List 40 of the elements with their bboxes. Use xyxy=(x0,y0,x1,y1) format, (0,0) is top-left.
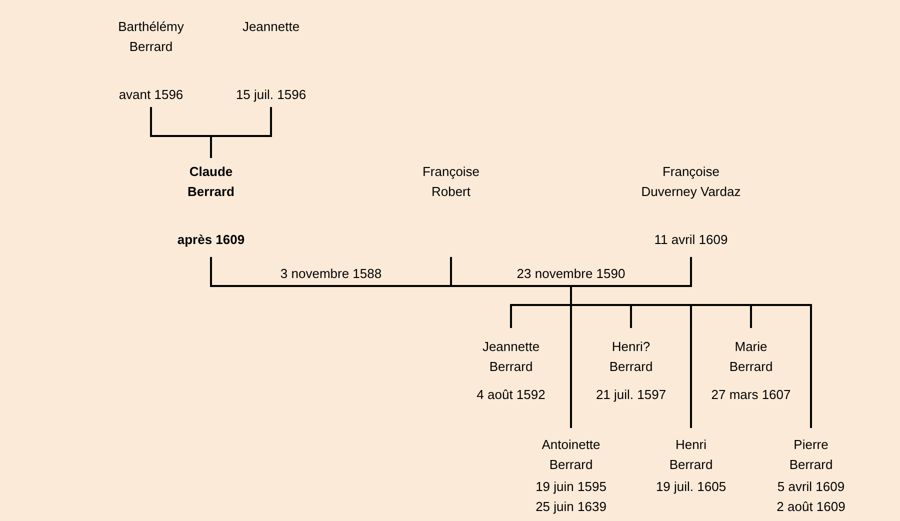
connector-line xyxy=(210,107,272,137)
person-name: Antoinette Berrard xyxy=(542,436,600,474)
date-text: 4 août 1592 xyxy=(476,386,546,404)
date-text: avant 1596 xyxy=(118,86,184,104)
date-text: 19 juil. 1605 xyxy=(656,478,726,496)
date-text: 27 mars 1607 xyxy=(711,386,791,404)
connector-line xyxy=(570,285,572,306)
connector-line xyxy=(450,257,452,287)
connector-line xyxy=(690,304,752,306)
person-name: Pierre Berrard xyxy=(789,436,833,474)
date-text: 11 avril 1609 xyxy=(654,231,728,249)
connector-line xyxy=(450,285,572,287)
connector-line xyxy=(630,304,632,328)
date-text: après 1609 xyxy=(177,231,245,249)
connector-line xyxy=(570,304,572,428)
date-text: 25 juin 1639 xyxy=(536,498,606,516)
date-text: 2 août 1609 xyxy=(776,498,846,516)
connector-line xyxy=(690,304,692,428)
person-name: Barthélémy Berrard xyxy=(118,18,184,56)
person-name: Françoise Robert xyxy=(422,163,480,201)
date-text: 21 juil. 1597 xyxy=(596,386,666,404)
connector-line xyxy=(570,304,632,306)
connector-line xyxy=(210,257,452,287)
connector-line xyxy=(750,304,812,428)
person-name: Jeannette xyxy=(242,18,300,36)
date-text: 5 avril 1609 xyxy=(777,478,845,496)
connector-line xyxy=(510,304,572,328)
connector-line xyxy=(210,135,212,158)
person-name: Jeannette Berrard xyxy=(482,338,540,376)
connector-line xyxy=(150,107,212,137)
person-name: Françoise Duverney Vardaz xyxy=(640,163,742,201)
connector-line xyxy=(570,257,692,287)
connector-line xyxy=(750,304,752,328)
person-name: Henri? Berrard xyxy=(609,338,653,376)
date-text: 19 juin 1595 xyxy=(536,478,606,496)
date-text: 15 juil. 1596 xyxy=(236,86,306,104)
person-name: Marie Berrard xyxy=(729,338,773,376)
person-name: Henri Berrard xyxy=(669,436,713,474)
connector-line xyxy=(630,304,692,306)
person-name: Claude Berrard xyxy=(188,163,234,201)
